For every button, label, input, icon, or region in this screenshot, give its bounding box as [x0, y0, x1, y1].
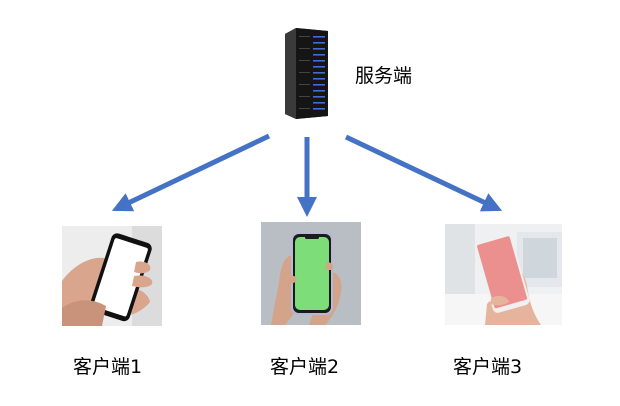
client3-label: 客户端3 [453, 356, 523, 378]
server-label: 服务端 [355, 65, 413, 87]
client1-label: 客户端1 [73, 356, 143, 378]
phone-hand-icon [445, 224, 562, 325]
client2-label: 客户端2 [270, 356, 340, 378]
server-rack-icon [282, 28, 329, 119]
arrow-to-client3 [344, 134, 503, 212]
phone-hand-icon [261, 222, 361, 325]
phone-hand-icon [62, 226, 162, 326]
arrow-to-client1 [111, 133, 271, 212]
